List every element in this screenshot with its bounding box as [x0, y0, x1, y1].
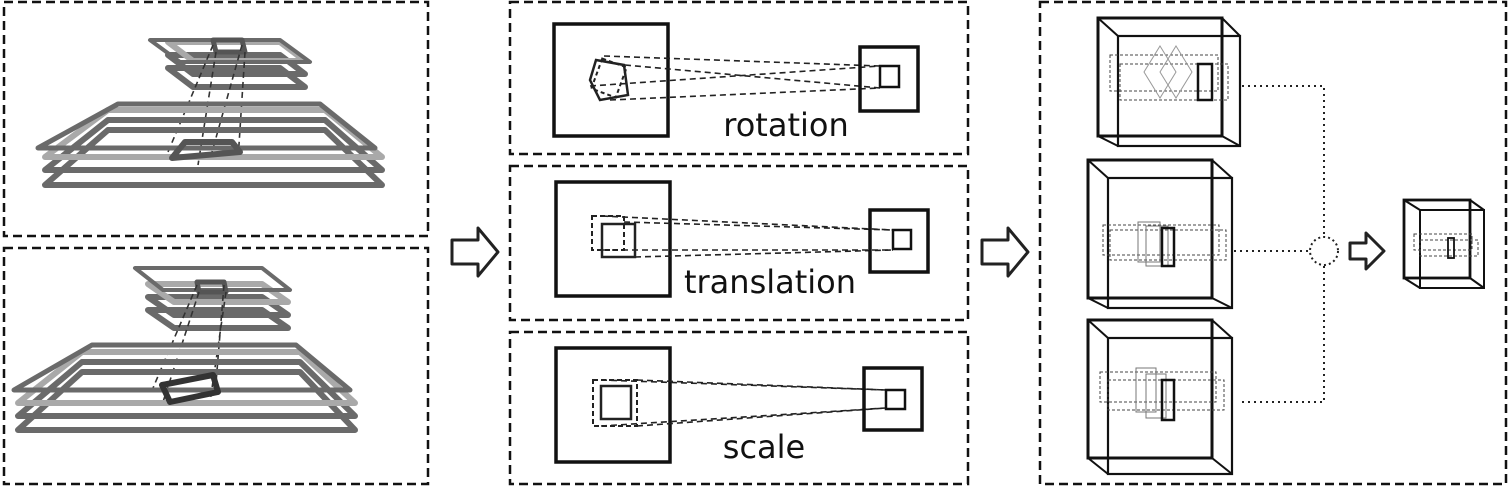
small-layer-stack	[148, 37, 312, 90]
small-layer-stack-2	[133, 266, 292, 331]
panel-feature-layers-bottom	[2, 246, 430, 486]
hollow-right-arrow-icon	[450, 226, 500, 278]
panel-translation: translation	[508, 164, 970, 322]
cube-translation	[1086, 158, 1234, 310]
label-rotation: rotation	[723, 106, 848, 144]
large-layer-stack	[35, 101, 385, 188]
merge-lines	[1234, 85, 1325, 403]
output-cube	[1402, 198, 1485, 289]
cube-scale	[1086, 318, 1234, 476]
label-scale: scale	[723, 428, 805, 466]
panel-scale: scale	[508, 330, 970, 486]
large-layer-stack-2	[11, 342, 358, 433]
panel-feature-layers-top	[2, 0, 430, 238]
cube-rotation	[1096, 16, 1242, 148]
label-translation: translation	[684, 263, 856, 301]
dotted-circle-icon	[1309, 236, 1339, 266]
panel-rotation: rotation	[508, 0, 970, 156]
hollow-right-arrow-icon	[980, 226, 1030, 278]
hollow-right-arrow-icon	[1348, 231, 1386, 271]
panel-3d-volumes	[1038, 0, 1508, 486]
